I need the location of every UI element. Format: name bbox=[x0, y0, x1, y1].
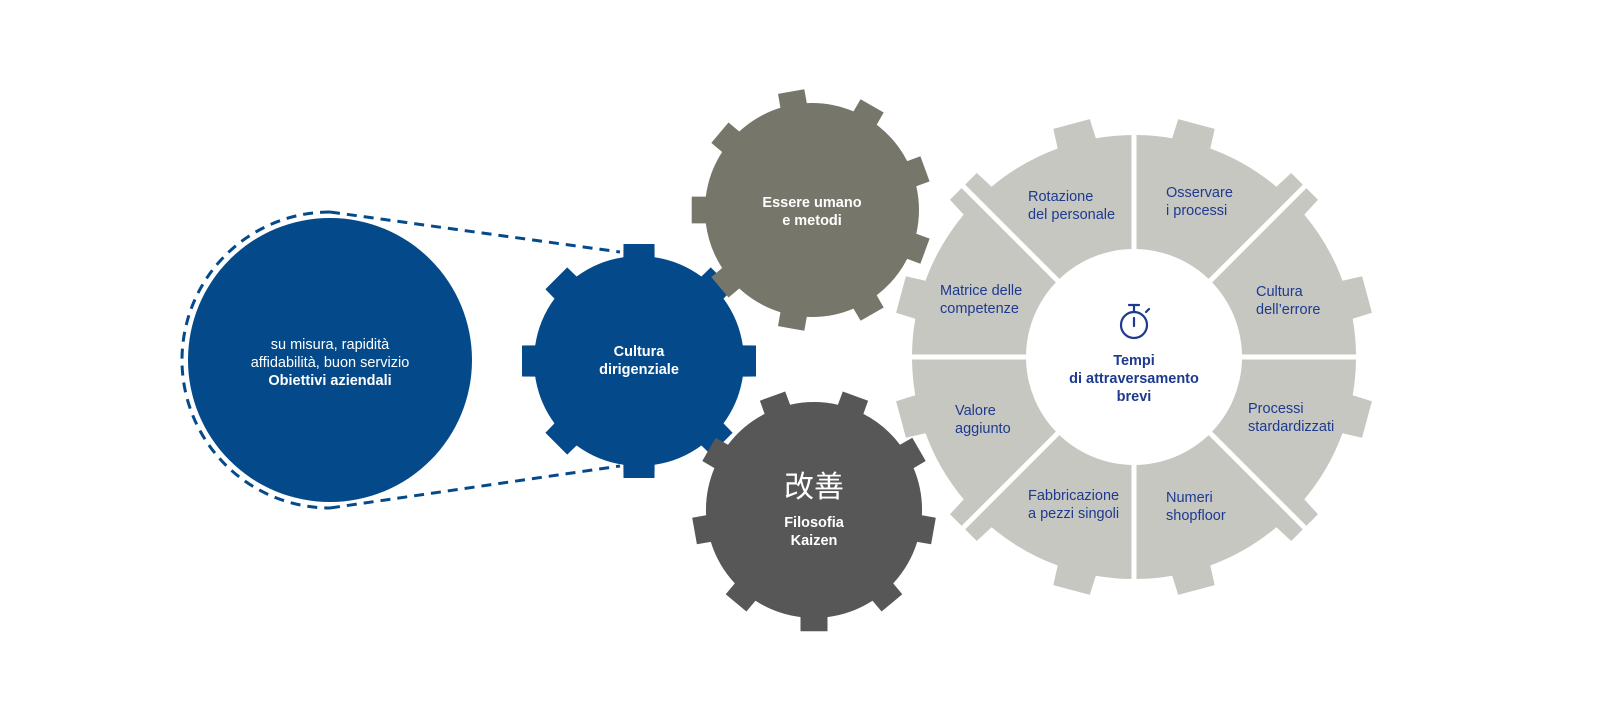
lead-time-line3: brevi bbox=[1117, 389, 1152, 405]
segment-standardized-processes: Processi stardardizzati bbox=[1248, 401, 1334, 435]
segment-staff-rotation: Rotazione del personale bbox=[1028, 189, 1115, 223]
human-line1: Essere umano bbox=[762, 195, 861, 211]
lead-time-line2: di attraversamento bbox=[1069, 371, 1199, 387]
segment-added-value: Valore aggiunto bbox=[955, 403, 1011, 437]
culture-line1: Cultura bbox=[614, 344, 666, 360]
culture-gear bbox=[522, 244, 756, 478]
dashed-line-bottom bbox=[329, 464, 621, 510]
segment-label-line1: Rotazione bbox=[1028, 189, 1093, 205]
segment-divider bbox=[1202, 178, 1313, 289]
segment-shopfloor-numbers: Numeri shopfloor bbox=[1166, 490, 1226, 524]
kaizen-line2: Kaizen bbox=[791, 533, 838, 549]
human-gear bbox=[691, 89, 930, 331]
stopwatch-icon bbox=[1119, 303, 1151, 340]
segment-label-line2: i processi bbox=[1166, 203, 1227, 219]
goals-line1: su misura, rapidità bbox=[271, 337, 390, 353]
culture-line2: dirigenziale bbox=[599, 362, 679, 378]
lead-time-hub bbox=[1026, 249, 1242, 465]
kaizen-line1: Filosofia bbox=[784, 515, 845, 531]
segment-label-line1: Matrice delle bbox=[940, 283, 1022, 299]
segment-label-line1: Fabbricazione bbox=[1028, 488, 1119, 504]
goals-line2: affidabilità, buon servizio bbox=[251, 355, 410, 371]
segment-label-line2: dell’errore bbox=[1256, 302, 1320, 318]
segment-label-line1: Numeri bbox=[1166, 490, 1213, 506]
segment-label-line1: Valore bbox=[955, 403, 996, 419]
segment-observe-processes: Osservare i processi bbox=[1166, 185, 1233, 219]
goals-title: Obiettivi aziendali bbox=[268, 373, 391, 389]
lead-time-line1: Tempi bbox=[1113, 353, 1155, 369]
segment-single-piece-flow: Fabbricazione a pezzi singoli bbox=[1028, 488, 1119, 522]
segment-divider bbox=[1202, 425, 1313, 536]
segment-label-line2: shopfloor bbox=[1166, 508, 1226, 524]
segment-label-line1: Cultura bbox=[1256, 284, 1304, 300]
dashed-outline-arc bbox=[180, 210, 331, 510]
segment-label-line2: stardardizzati bbox=[1248, 419, 1334, 435]
segment-divider bbox=[955, 178, 1066, 289]
kaizen-gear bbox=[692, 391, 936, 632]
segment-label-line1: Processi bbox=[1248, 401, 1304, 417]
segment-label-line2: a pezzi singoli bbox=[1028, 506, 1119, 522]
kaizen-kanji: 改善 bbox=[784, 470, 844, 505]
segment-label-line2: aggiunto bbox=[955, 421, 1011, 437]
segment-skills-matrix: Matrice delle competenze bbox=[940, 283, 1022, 317]
segment-label-line2: competenze bbox=[940, 301, 1019, 317]
dashed-connector bbox=[180, 210, 621, 510]
segment-divider bbox=[955, 425, 1066, 536]
dashed-line-top bbox=[329, 210, 621, 254]
human-line2: e metodi bbox=[782, 213, 842, 229]
segment-error-culture: Cultura dell’errore bbox=[1256, 284, 1320, 318]
segment-dividers bbox=[884, 107, 1384, 607]
segment-label-line1: Osservare bbox=[1166, 185, 1233, 201]
goals-circle bbox=[188, 218, 472, 502]
segment-label-line2: del personale bbox=[1028, 207, 1115, 223]
